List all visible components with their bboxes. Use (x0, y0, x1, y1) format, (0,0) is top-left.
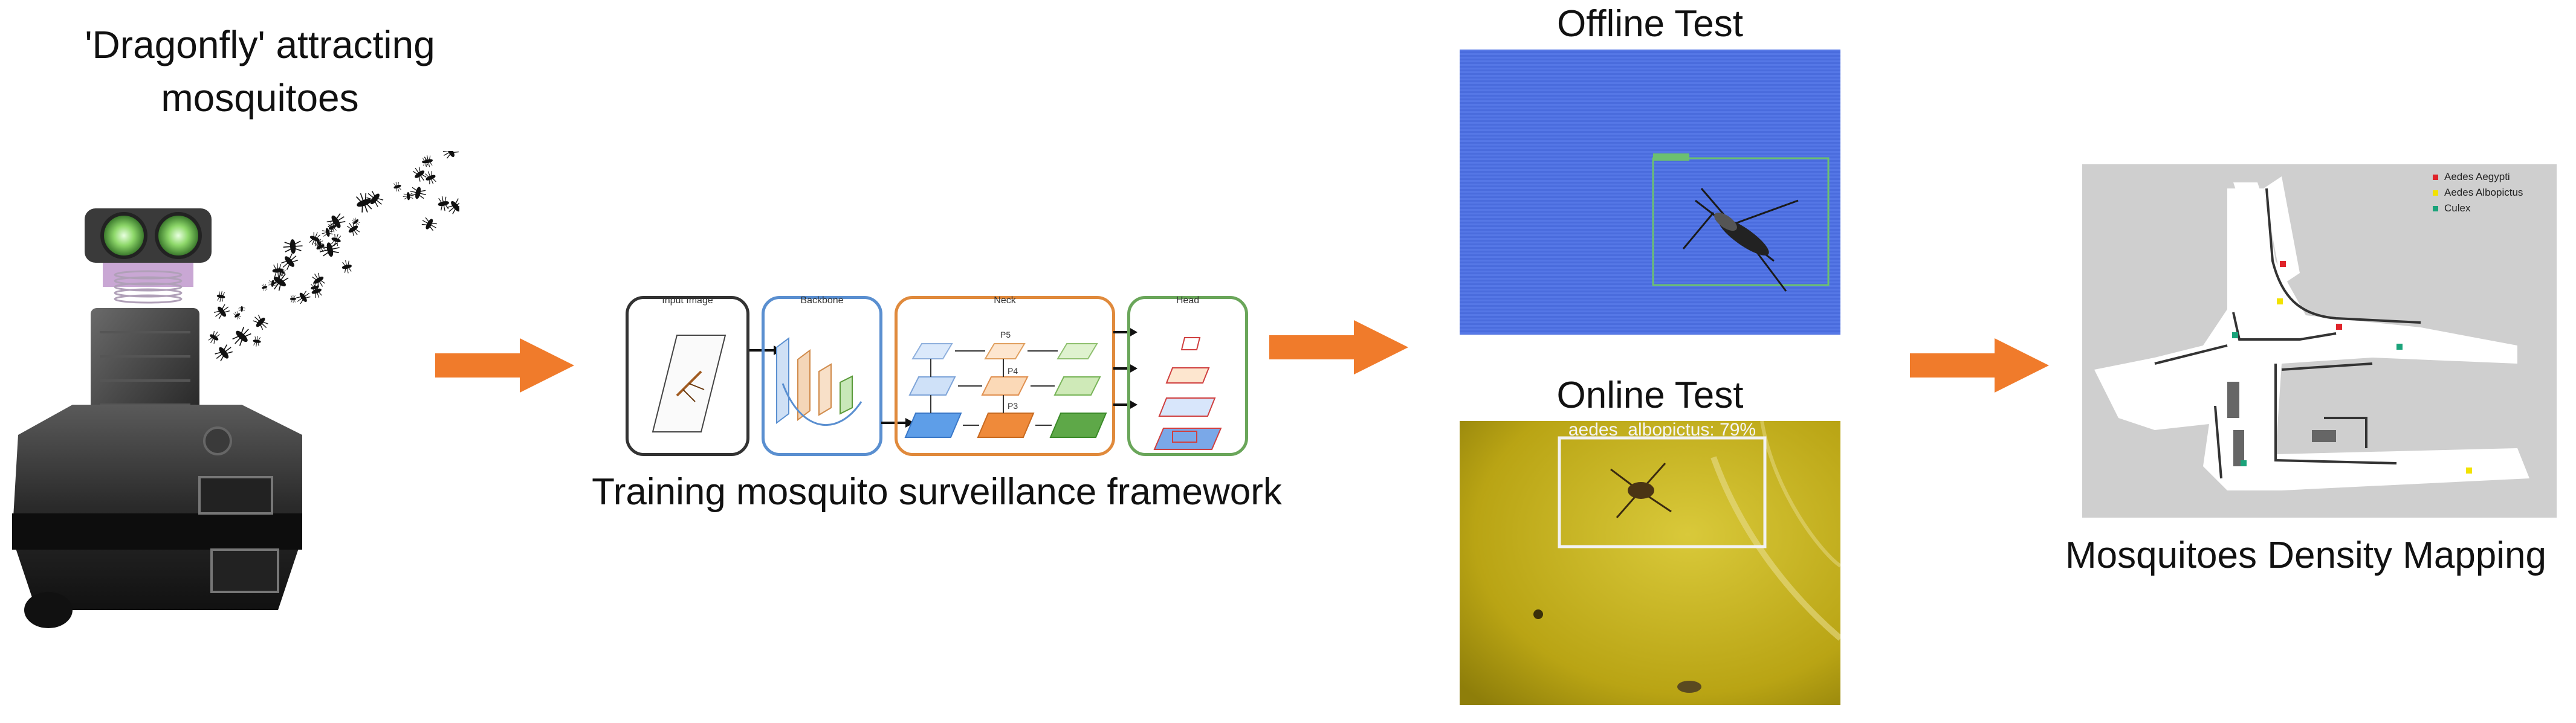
mosquito-glyph (214, 304, 230, 320)
density-map: Aedes Aegypti Aedes Albopictus Culex (2082, 164, 2557, 518)
mosquito-glyph (421, 217, 437, 231)
backbone-label: Backbone (800, 295, 844, 306)
mosquito-glyph (216, 291, 225, 302)
robot-caption: 'Dragonfly' attracting mosquitoes (24, 18, 496, 124)
mosquito-glyph (393, 181, 401, 192)
legend-label: Aedes Aegypti (2444, 171, 2510, 182)
mosquito-glyph (279, 268, 286, 276)
legend-label: Culex (2444, 202, 2471, 214)
density-map-caption: Mosquitoes Density Mapping (2065, 535, 2547, 576)
head-stage: Head (1127, 295, 1248, 456)
legend-swatch (2433, 174, 2438, 180)
mosquito-glyph (233, 311, 241, 320)
legend-swatch (2433, 190, 2438, 196)
marker-culex (2396, 344, 2403, 350)
mosquito-glyph (322, 228, 334, 237)
mosquito-glyph (403, 192, 414, 201)
mosquito-swarm-illustration (208, 151, 459, 362)
legend-item: Culex (2433, 201, 2554, 216)
mosquito-glyph (208, 330, 220, 344)
head-label: Head (1176, 295, 1200, 306)
mosquito-glyph (355, 193, 372, 213)
backbone-stage: Backbone (762, 295, 882, 456)
neck-stage: Neck (895, 295, 1115, 456)
online-test-title: Online Test (1556, 374, 1744, 416)
map-legend: Aedes Aegypti Aedes Albopictus Culex (2433, 169, 2554, 216)
mosquito-glyph (425, 171, 436, 185)
training-caption: Training mosquito surveillance framework (592, 471, 1282, 513)
mosquito-glyph (238, 306, 246, 312)
mosquito-glyph (271, 272, 289, 291)
mosquito-glyph (253, 315, 268, 330)
offline-test-image (1460, 50, 1840, 335)
mosquito-glyph (352, 217, 360, 226)
input-image-stage: Input Image (626, 295, 749, 456)
mosquito-glyph (422, 156, 429, 167)
mosquito-glyph (280, 253, 299, 270)
legend-item: Aedes Albopictus (2433, 185, 2554, 201)
mosquito-glyph (366, 190, 384, 207)
marker-albopictus (2277, 298, 2283, 304)
mosquito-glyph (410, 187, 426, 199)
mosquito-glyph (312, 272, 326, 288)
legend-swatch (2433, 205, 2438, 211)
mosquito-glyph (311, 284, 322, 298)
mosquito-glyph (331, 233, 341, 246)
mosquito-glyph (296, 291, 311, 304)
marker-culex (2232, 332, 2238, 338)
mosquito-glyph (341, 260, 352, 274)
marker-culex (2241, 460, 2247, 466)
marker-aegypti (2280, 261, 2286, 267)
training-framework-diagram: Input Image Backbone (623, 290, 1251, 459)
neck-label: Neck (994, 295, 1016, 306)
flow-arrow-1 (435, 338, 574, 393)
mosquito-glyph (315, 241, 326, 253)
dragonfly-robot-illustration (12, 208, 302, 628)
flow-arrow-3 (1910, 338, 2049, 393)
mosquito-glyph (262, 283, 268, 291)
mosquito-glyph (272, 263, 283, 278)
neck-p4-label: P4 (1008, 366, 1018, 376)
legend-item: Aedes Aegypti (2433, 169, 2554, 185)
mosquito-glyph (438, 196, 449, 211)
mosquito-glyph (253, 336, 261, 347)
mosquito-glyph (346, 222, 360, 236)
neck-p5-label: P5 (1000, 330, 1011, 339)
mosquito-glyph (447, 198, 459, 214)
robot-caption-line2: mosquitoes (161, 76, 359, 120)
mosquito-glyph (412, 167, 427, 182)
legend-label: Aedes Albopictus (2444, 187, 2523, 198)
backbone-to-neck-arrow (881, 418, 914, 428)
mosquito-glyph (442, 151, 459, 159)
marker-aegypti (2336, 324, 2342, 330)
mosquito-glyph (290, 295, 297, 303)
mosquito-glyph (232, 326, 251, 346)
marker-albopictus (2466, 468, 2472, 474)
mosquito-glyph (283, 239, 303, 254)
mosquito-glyph (326, 213, 346, 231)
neck-p3-label: P3 (1008, 401, 1018, 411)
online-test-image: aedes_albopictus: 79% (1460, 421, 1840, 705)
mosquito-glyph (309, 232, 321, 245)
flow-arrow-2 (1269, 320, 1408, 374)
mosquito-glyph (215, 344, 233, 362)
input-image-label: Input Image (662, 295, 713, 306)
detection-label: aedes_albopictus: 79% (1568, 421, 1756, 440)
robot-caption-line1: 'Dragonfly' attracting (85, 23, 435, 66)
offline-test-title: Offline Test (1557, 3, 1743, 45)
occupancy-map (2094, 176, 2529, 490)
